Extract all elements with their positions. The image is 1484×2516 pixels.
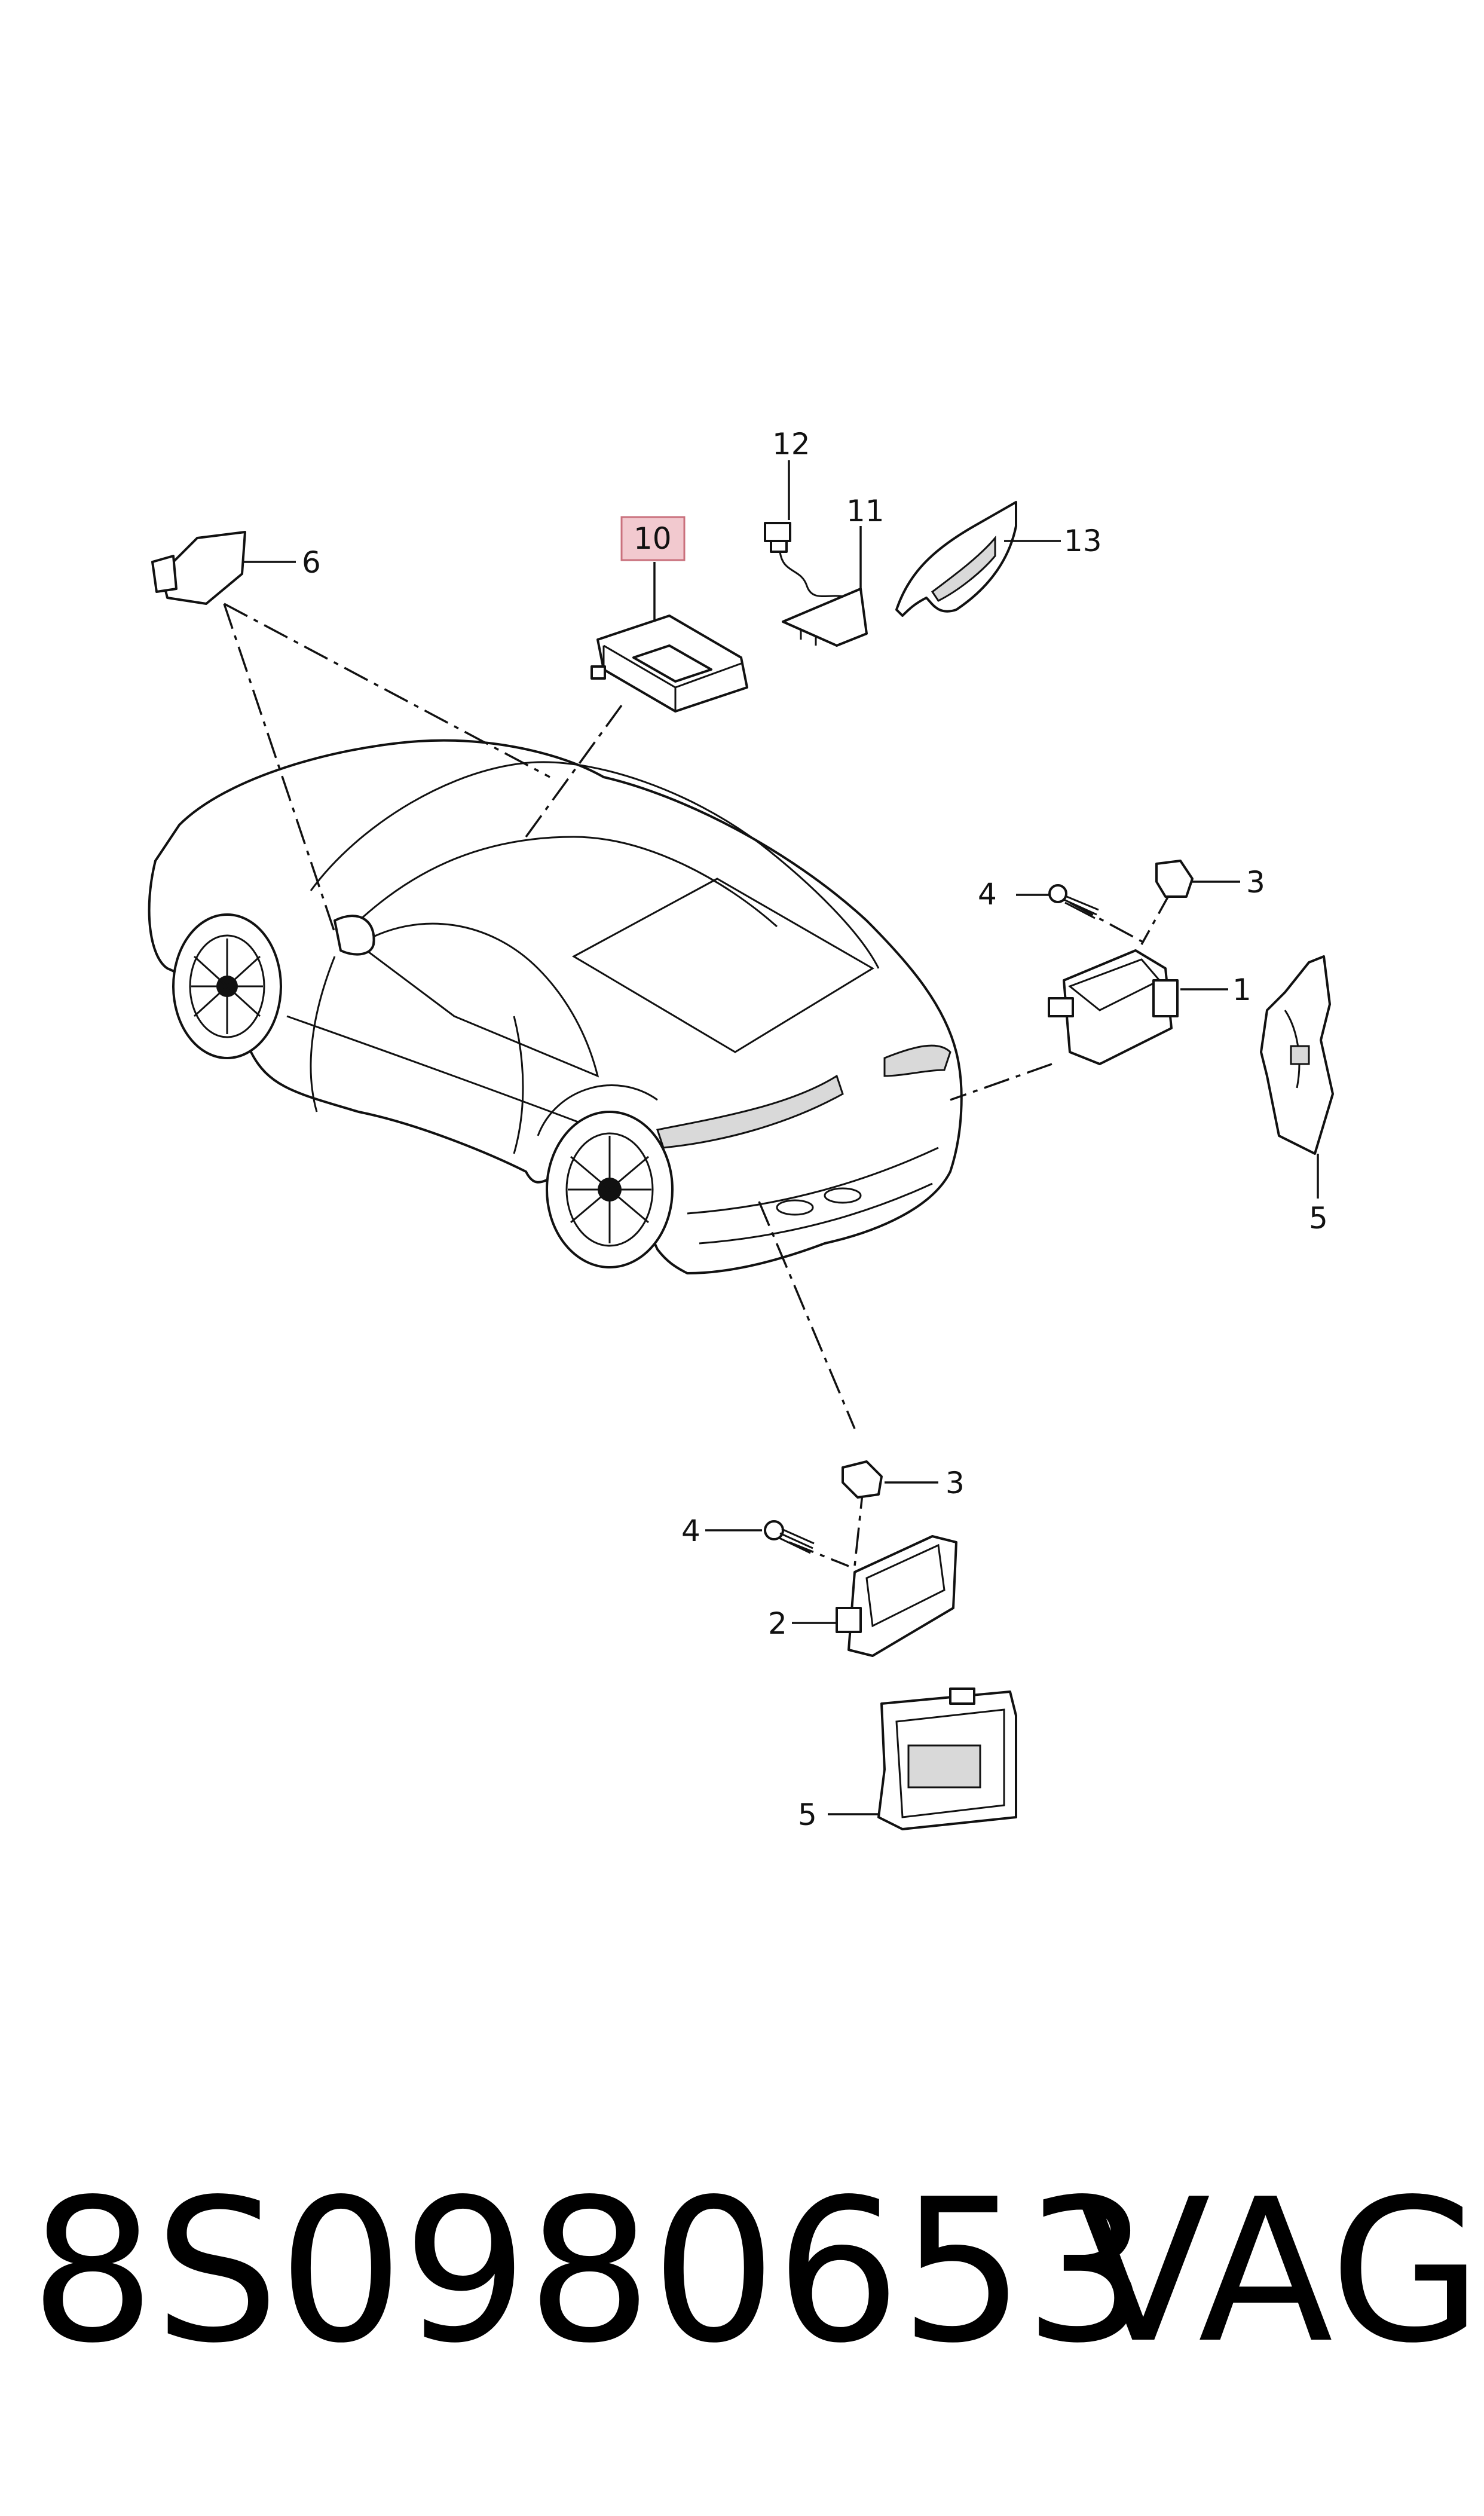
callout-13: 13: [1064, 524, 1102, 558]
part-number: 8S0980653: [30, 2157, 1149, 2386]
callout-6: 6: [302, 545, 321, 580]
part-5-bracket-upper: [1260, 955, 1334, 1199]
part-6-bracket: [151, 531, 296, 605]
callout-4-upper: 4: [978, 877, 997, 912]
car-illustration: [148, 739, 963, 1274]
footer: 8S0980653 VAG: [30, 2152, 1482, 2391]
callout-3-upper: 3: [1246, 865, 1265, 900]
callout-2: 2: [768, 1606, 787, 1641]
part-10-highlight-box[interactable]: [620, 516, 686, 561]
part-11-12-antenna-cable: [764, 460, 868, 647]
callout-12: 12: [772, 427, 810, 461]
callout-labels: 12 11 10 6 13 4 3 1 5 3 4 2 5: [302, 427, 1328, 1832]
callout-5-upper: 5: [1309, 1201, 1328, 1236]
part-4-screw-lower: [705, 1520, 815, 1554]
callout-3-lower: 3: [946, 1466, 965, 1500]
callout-5-lower: 5: [798, 1797, 817, 1832]
part-13-trim-cover: [895, 501, 1061, 617]
part-3-clip-upper: [1155, 860, 1240, 898]
part-4-screw-upper: [1016, 884, 1099, 919]
callout-1: 1: [1232, 973, 1252, 1007]
part-2-radar-sensor-lower: [792, 1535, 957, 1657]
part-1-radar-sensor-upper: [1048, 949, 1228, 1065]
part-10-control-unit: [590, 562, 748, 713]
callout-11: 11: [846, 494, 885, 528]
part-5-bracket-lower: [828, 1687, 1017, 1830]
brand-label: VAG: [1076, 2157, 1483, 2386]
callout-4-lower: 4: [681, 1514, 700, 1548]
part-3-clip-lower: [842, 1460, 938, 1499]
callout-10: 10: [634, 521, 672, 556]
